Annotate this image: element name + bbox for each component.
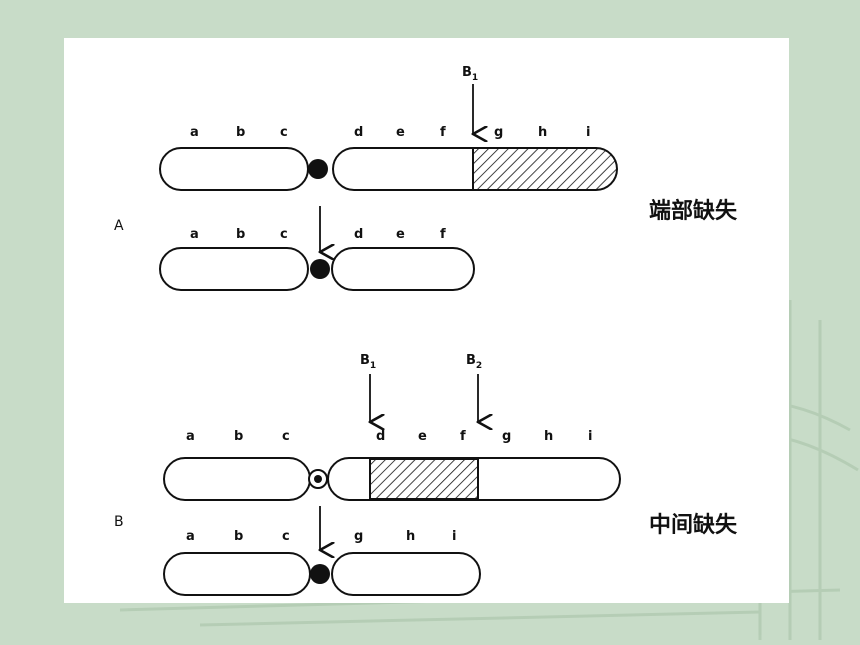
gene-label: c [280, 125, 288, 140]
break-label-b2: B2 [466, 353, 482, 371]
gene-label: b [236, 227, 245, 242]
gene-label: a [190, 227, 199, 242]
gene-label: g [354, 529, 363, 544]
deleted-segment [369, 458, 479, 500]
gene-label: a [186, 429, 195, 444]
break-label-b1: B1 [462, 65, 478, 83]
centromere [308, 159, 328, 179]
gene-label: f [440, 227, 446, 242]
gene-label: d [354, 227, 363, 242]
gene-label: d [354, 125, 363, 140]
centromere [310, 259, 330, 279]
gene-label: d [376, 429, 385, 444]
break-label-b1: B1 [360, 353, 376, 371]
deleted-segment [472, 147, 618, 191]
gene-label: h [544, 429, 553, 444]
panel-tag-b: B [114, 514, 124, 530]
gene-label: c [280, 227, 288, 242]
gene-label: g [494, 125, 503, 140]
gene-label: b [234, 529, 243, 544]
gene-label: e [396, 227, 405, 242]
gene-label: f [440, 125, 446, 140]
chromosome-deleted-b [163, 552, 481, 596]
gene-label: a [190, 125, 199, 140]
panel-b: B1 B2 a b c d e f g h i [114, 353, 738, 596]
gene-label: e [418, 429, 427, 444]
gene-label: h [538, 125, 547, 140]
figure-panel: B1 a b c d e f g h i A [64, 38, 789, 603]
gene-label: i [586, 125, 590, 140]
gene-label: e [396, 125, 405, 140]
gene-label: b [234, 429, 243, 444]
gene-label: i [588, 429, 592, 444]
gene-label: c [282, 529, 290, 544]
chromosome-original-a [159, 147, 618, 191]
gene-label: c [282, 429, 290, 444]
gene-label: h [406, 529, 415, 544]
centromere [310, 564, 330, 584]
panel-title-b: 中间缺失 [649, 512, 738, 538]
panel-tag-a: A [114, 218, 124, 234]
chromosome-deleted-a [159, 247, 475, 291]
panel-a: B1 a b c d e f g h i A [114, 65, 738, 291]
gene-label: b [236, 125, 245, 140]
chromosome-original-b [163, 457, 621, 501]
gene-label: i [452, 529, 456, 544]
panel-title-a: 端部缺失 [649, 198, 738, 224]
gene-label: f [460, 429, 466, 444]
gene-label: g [502, 429, 511, 444]
gene-label: a [186, 529, 195, 544]
chromosome-deletion-diagram: B1 a b c d e f g h i A [114, 65, 738, 596]
